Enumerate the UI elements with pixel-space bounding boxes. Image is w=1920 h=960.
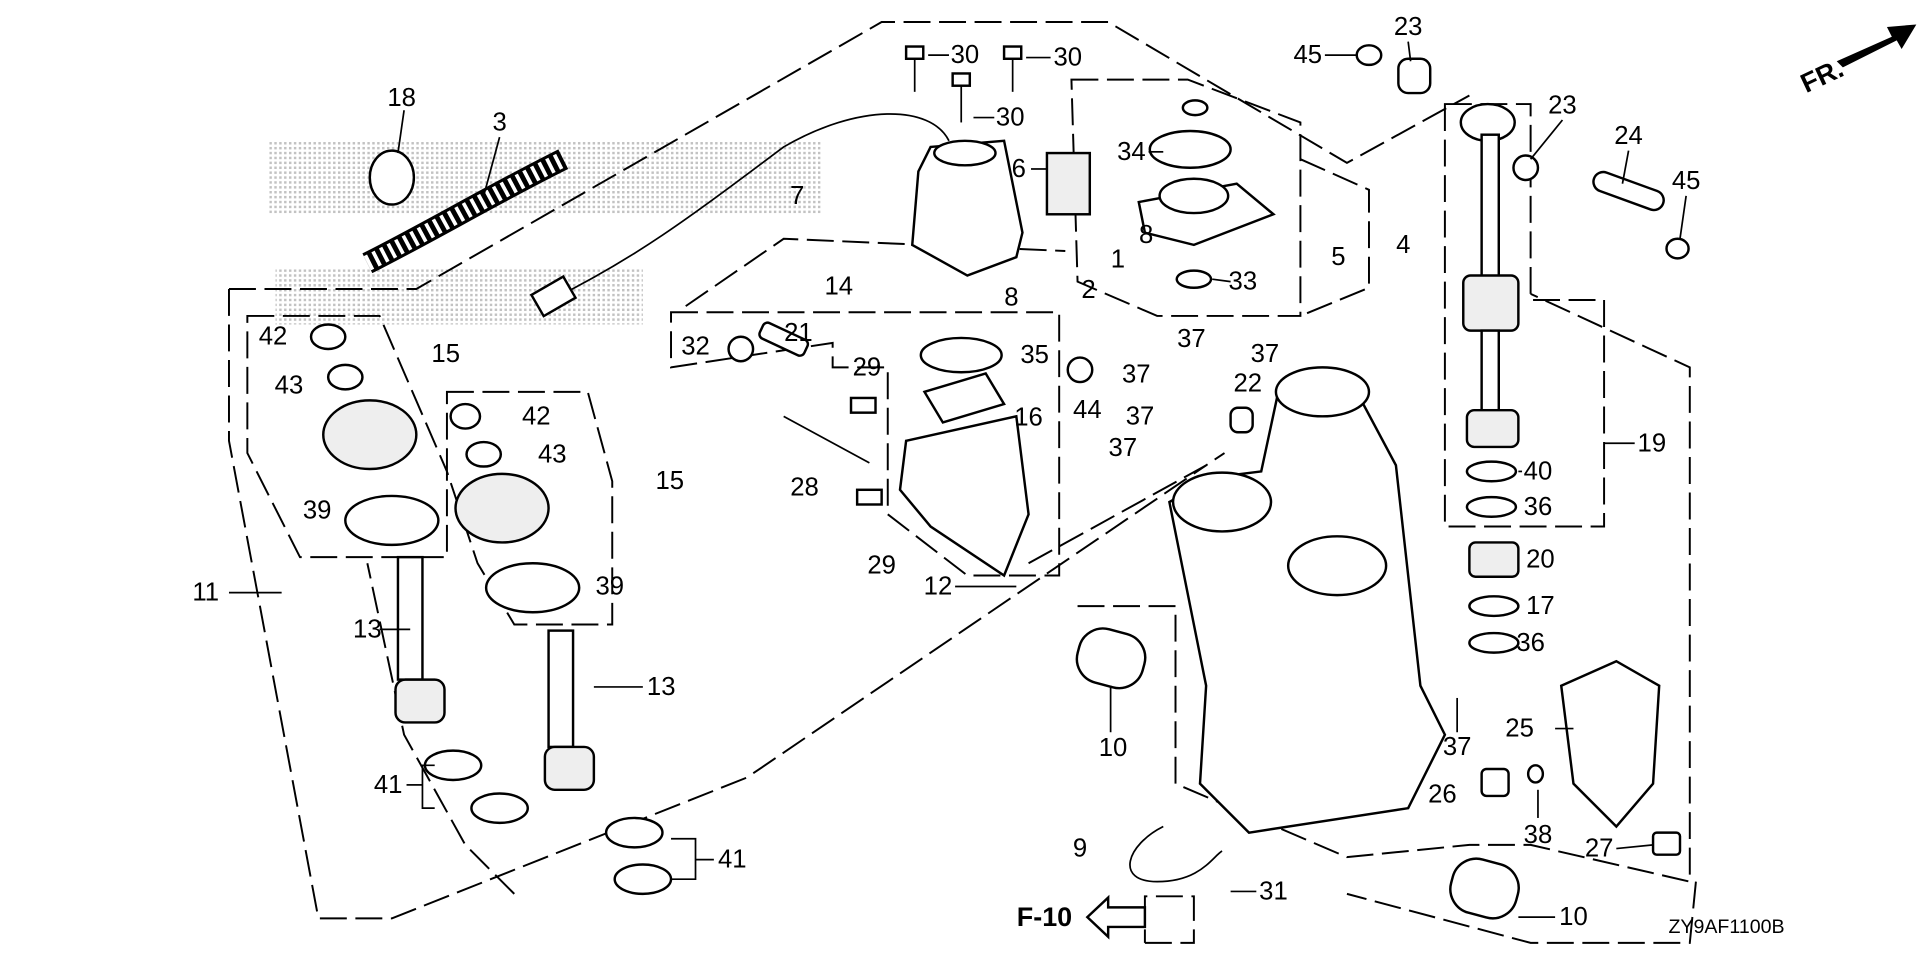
reference-label: F-10 xyxy=(1017,902,1072,932)
cable-part xyxy=(550,113,950,301)
callout-29: 29 xyxy=(867,552,896,580)
callout-24: 24 xyxy=(1614,122,1643,150)
callout-14: 14 xyxy=(824,273,853,301)
callout-40: 40 xyxy=(1524,457,1553,485)
callout-27: 27 xyxy=(1585,835,1614,863)
callout-31: 31 xyxy=(1259,877,1288,905)
callout-33: 33 xyxy=(1229,268,1258,296)
callout-15: 15 xyxy=(431,340,460,368)
reference-arrow-icon xyxy=(1085,894,1147,940)
callout-13: 13 xyxy=(353,615,382,643)
callout-36: 36 xyxy=(1524,493,1553,521)
callout-4: 4 xyxy=(1396,231,1410,259)
callout-39: 39 xyxy=(303,497,332,525)
callout-45: 45 xyxy=(1672,167,1701,195)
callout-32: 32 xyxy=(681,333,710,361)
tilt-cylinder-part xyxy=(1459,102,1520,654)
callout-30: 30 xyxy=(1053,44,1082,72)
callout-7: 7 xyxy=(790,182,804,210)
front-arrow-icon xyxy=(1836,24,1917,68)
callout-34: 34 xyxy=(1117,138,1146,166)
callout-43: 43 xyxy=(538,440,567,468)
callout-38: 38 xyxy=(1524,821,1553,849)
callout-11: 11 xyxy=(192,579,219,607)
callout-25: 25 xyxy=(1505,715,1534,743)
callout-12: 12 xyxy=(924,573,953,601)
callout-15: 15 xyxy=(655,467,684,495)
callout-36: 36 xyxy=(1516,629,1545,657)
callout-26: 26 xyxy=(1428,781,1457,809)
callout-45: 45 xyxy=(1293,41,1322,69)
stipple-background xyxy=(269,140,821,325)
callout-20: 20 xyxy=(1526,546,1555,574)
bolt-parts xyxy=(904,45,1023,123)
callout-labels: 18 3 30 30 30 6 34 7 4 5 8 1 2 8 33 45 2… xyxy=(192,13,1848,938)
callout-23: 23 xyxy=(1548,91,1577,119)
armature-part xyxy=(1045,151,1092,216)
callout-37: 37 xyxy=(1251,340,1280,368)
callout-30: 30 xyxy=(996,104,1025,132)
callout-16: 16 xyxy=(1014,404,1043,432)
parts xyxy=(228,24,1917,940)
callout-42: 42 xyxy=(259,323,288,351)
callout-2: 2 xyxy=(1081,276,1095,304)
callout-8: 8 xyxy=(1139,221,1153,249)
callout-22: 22 xyxy=(1233,369,1262,397)
assembly-outlines xyxy=(228,21,1697,944)
callout-29: 29 xyxy=(853,353,882,381)
callout-17: 17 xyxy=(1526,592,1555,620)
callout-42: 42 xyxy=(522,402,551,430)
callout-6: 6 xyxy=(1012,155,1026,183)
callout-8: 8 xyxy=(1004,284,1018,312)
callout-23: 23 xyxy=(1394,13,1423,41)
callout-21: 21 xyxy=(784,319,813,347)
motor-part xyxy=(910,139,1024,277)
callout-18: 18 xyxy=(387,84,416,112)
callout-30: 30 xyxy=(951,41,980,69)
callout-28: 28 xyxy=(790,473,819,501)
callout-39: 39 xyxy=(595,573,624,601)
callout-19: 19 xyxy=(1638,429,1667,457)
callout-1: 1 xyxy=(1111,246,1125,274)
callout-3: 3 xyxy=(492,108,506,136)
callout-10: 10 xyxy=(1559,903,1588,931)
leader-lines xyxy=(228,41,1687,919)
callout-35: 35 xyxy=(1020,341,1049,369)
callout-37: 37 xyxy=(1122,361,1151,389)
stern-bracket-part xyxy=(1168,372,1447,834)
diagram-code: ZY9AF1100B xyxy=(1668,916,1784,938)
callout-41: 41 xyxy=(374,771,403,799)
callout-37: 37 xyxy=(1177,325,1206,353)
cover-part xyxy=(1559,659,1661,829)
callout-13: 13 xyxy=(647,673,676,701)
callout-37: 37 xyxy=(1109,434,1138,462)
callout-37: 37 xyxy=(1443,733,1472,761)
clamp-part xyxy=(368,149,416,206)
callout-10: 10 xyxy=(1099,734,1128,762)
callout-43: 43 xyxy=(275,372,304,400)
callout-9: 9 xyxy=(1073,835,1087,863)
trim-cylinder-parts xyxy=(309,323,673,896)
callout-5: 5 xyxy=(1331,243,1345,271)
pump-part xyxy=(898,414,1030,578)
callout-37: 37 xyxy=(1126,402,1155,430)
callout-44: 44 xyxy=(1073,396,1102,424)
callout-41: 41 xyxy=(718,846,747,874)
